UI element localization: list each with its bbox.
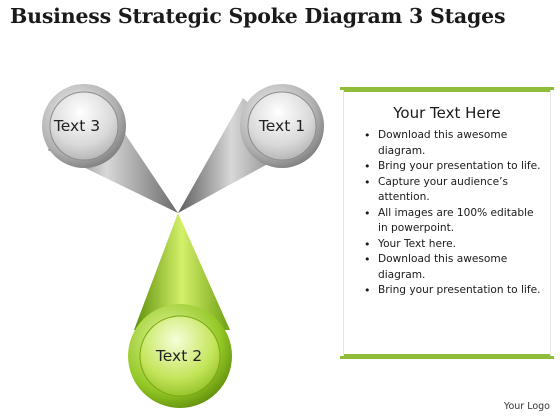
bullet-item: Download this awesome diagram. (364, 252, 542, 283)
bullet-item: All images are 100% editable in powerpoi… (364, 206, 542, 237)
node-label-text2: Text 2 (155, 347, 203, 365)
bullet-item: Bring your presentation to life. (364, 159, 542, 175)
bullet-item: Bring your presentation to life. (364, 283, 542, 299)
node-label-text3: Text 3 (53, 117, 101, 135)
bullet-item: Download this awesome diagram. (364, 128, 542, 159)
node-text2 (128, 304, 232, 408)
slide-title: Business Strategic Spoke Diagram 3 Stage… (10, 4, 506, 28)
bullet-item: Your Text here. (364, 237, 542, 253)
node-text3 (42, 84, 126, 168)
panel-title: Your Text Here (393, 104, 501, 122)
spoke-cone-text2 (134, 213, 230, 330)
logo-text: Your Logo (503, 401, 550, 412)
node-label-text1: Text 1 (258, 117, 306, 135)
bullet-item: Capture your audience’s attention. (364, 175, 542, 206)
text-panel: Your Text Here Download this awesome dia… (340, 87, 554, 359)
node-text1 (240, 84, 324, 168)
bullet-list: Download this awesome diagram. Bring you… (344, 128, 550, 299)
